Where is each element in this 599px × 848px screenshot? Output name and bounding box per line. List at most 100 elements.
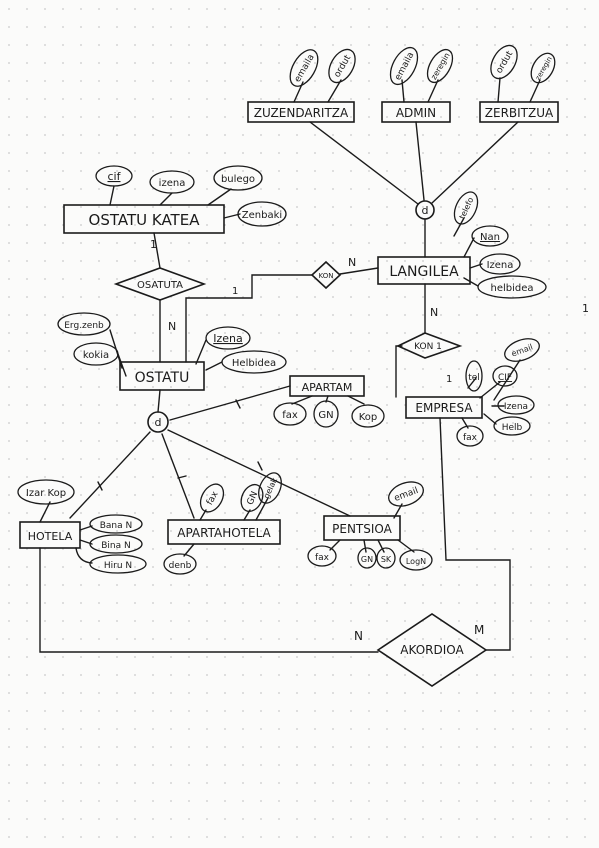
cardinality-kon1-empresa: 1 (446, 374, 452, 385)
entity-apartam[interactable]: APARTAM (289, 375, 365, 397)
svg-text:d: d (422, 204, 429, 217)
svg-text:Erg.zenb: Erg.zenb (64, 321, 104, 331)
attribute-ho-bana[interactable]: Bana N (89, 514, 143, 534)
entity-apartahotela[interactable]: APARTAHOTELA (167, 519, 281, 545)
svg-text:KON 1: KON 1 (414, 342, 442, 352)
relationship-akordioa[interactable]: AKORDIOA (376, 613, 488, 687)
specialization-circle-ostatu: d (147, 411, 169, 433)
attribute-ok-izena[interactable]: izena (149, 170, 195, 194)
svg-text:fax: fax (315, 553, 330, 563)
attribute-pe-logn[interactable]: LogN (399, 549, 433, 571)
attribute-pe-sk[interactable]: SK (376, 547, 396, 569)
svg-text:GN: GN (361, 555, 373, 564)
svg-text:OSATUTA: OSATUTA (137, 280, 183, 291)
relationship-kon[interactable]: KON (310, 260, 342, 290)
cardinality-osatuta-ostatu: N (168, 320, 176, 333)
svg-text:izena: izena (159, 178, 186, 189)
svg-text:Bina N: Bina N (101, 541, 131, 551)
svg-text:tel: tel (468, 373, 480, 383)
svg-text:Hiru N: Hiru N (104, 561, 132, 571)
svg-text:d: d (155, 416, 162, 429)
svg-text:Izena: Izena (213, 332, 243, 345)
svg-text:Kop: Kop (359, 412, 378, 423)
svg-text:AKORDIOA: AKORDIOA (400, 643, 464, 657)
attribute-pe-gn[interactable]: GN (357, 547, 377, 569)
attribute-ok-cif[interactable]: cif (95, 165, 133, 187)
attribute-em-tel[interactable]: tel (465, 360, 483, 392)
svg-text:CIF: CIF (498, 373, 512, 383)
connector-lines (39, 77, 541, 653)
attribute-os-kokia[interactable]: kokia (73, 342, 119, 366)
attribute-os-erregzenb[interactable]: Erg.zenb (57, 312, 111, 336)
margin-mark: 1 (582, 302, 589, 315)
svg-text:HOTELA: HOTELA (28, 530, 73, 543)
attribute-ap-gn[interactable]: GN (313, 400, 339, 428)
svg-text:cif: cif (108, 170, 122, 183)
attribute-ap-kop[interactable]: Kop (351, 404, 385, 428)
attribute-ok-bulego[interactable]: bulego (213, 165, 263, 191)
attribute-os-helbidea[interactable]: Helbidea (221, 350, 287, 374)
svg-text:APARTAHOTELA: APARTAHOTELA (177, 526, 271, 540)
entity-zuzendaritza[interactable]: ZUZENDARITZA (247, 101, 355, 123)
svg-text:OSTATU KATEA: OSTATU KATEA (89, 211, 201, 229)
entity-ostatu-katea[interactable]: OSTATU KATEA (63, 204, 225, 234)
svg-text:ZUZENDARITZA: ZUZENDARITZA (254, 106, 349, 120)
attribute-em-izena[interactable]: Izena (497, 395, 535, 415)
attribute-ap-fax[interactable]: fax (273, 402, 307, 426)
entity-langilea[interactable]: LANGILEA (377, 256, 471, 285)
cardinality-ok-osatuta: 1 (150, 238, 157, 251)
svg-text:denb: denb (169, 561, 192, 571)
cardinality-labels: 1 N N 1 N 1 N M 1 (150, 238, 589, 643)
attribute-ho-bina[interactable]: Bina N (89, 534, 143, 554)
attribute-aph-denb[interactable]: denb (163, 553, 197, 575)
svg-text:Izena: Izena (504, 402, 528, 412)
relationship-osatuta[interactable]: OSATUTA (113, 267, 207, 301)
specialization-circle-langilea: d (415, 200, 435, 220)
attribute-em-helb[interactable]: Helb (493, 416, 531, 436)
attribute-la-helbidea[interactable]: helbidea (477, 275, 547, 299)
entity-zerbitzua[interactable]: ZERBITZUA (479, 101, 559, 123)
attribute-em-cif[interactable]: CIF (492, 365, 518, 387)
svg-text:LogN: LogN (406, 557, 426, 566)
svg-text:Bana N: Bana N (100, 521, 133, 531)
entity-pentsioa[interactable]: PENTSIOA (323, 515, 401, 541)
attribute-ho-hiru[interactable]: Hiru N (89, 554, 147, 574)
cardinality-empresa-akordioa: M (474, 623, 484, 637)
svg-text:APARTAM: APARTAM (302, 381, 353, 394)
entity-ostatu[interactable]: OSTATU (119, 361, 205, 391)
attribute-em-fax[interactable]: fax (456, 425, 484, 447)
attribute-pe-fax[interactable]: fax (307, 545, 337, 567)
svg-text:GN: GN (318, 410, 333, 421)
cardinality-kon-ostatu: 1 (232, 286, 238, 297)
svg-text:EMPRESA: EMPRESA (415, 401, 473, 415)
attribute-la-izena[interactable]: Izena (479, 253, 521, 275)
svg-text:ZERBITZUA: ZERBITZUA (485, 106, 554, 120)
svg-text:OSTATU: OSTATU (135, 370, 190, 386)
svg-text:fax: fax (463, 433, 478, 443)
svg-text:PENTSIOA: PENTSIOA (332, 522, 393, 536)
svg-text:kokia: kokia (83, 350, 109, 361)
entity-hotela[interactable]: HOTELA (19, 521, 81, 549)
relationship-kon1[interactable]: KON 1 (396, 332, 463, 359)
attribute-la-nan[interactable]: Nan (471, 225, 509, 247)
svg-text:KON: KON (319, 272, 334, 280)
attribute-os-izena[interactable]: Izena (205, 326, 251, 350)
svg-text:helbidea: helbidea (490, 283, 533, 294)
svg-text:bulego: bulego (221, 174, 255, 185)
cardinality-kon-langilea: N (348, 256, 356, 269)
attribute-ok-zenbaki[interactable]: Zenbaki (237, 201, 287, 227)
svg-text:LANGILEA: LANGILEA (389, 264, 459, 280)
svg-text:SK: SK (381, 555, 392, 564)
entity-empresa[interactable]: EMPRESA (405, 396, 483, 419)
cardinality-hotela-akordioa: N (354, 629, 363, 643)
svg-text:Helb: Helb (502, 423, 523, 433)
svg-text:Nan: Nan (480, 232, 500, 243)
attribute-ho-izarkop[interactable]: Izar Kop (17, 479, 75, 505)
svg-text:Helbidea: Helbidea (232, 358, 276, 369)
entity-admin[interactable]: ADMIN (381, 101, 451, 123)
svg-text:fax: fax (282, 410, 298, 421)
svg-text:Izena: Izena (487, 260, 514, 271)
